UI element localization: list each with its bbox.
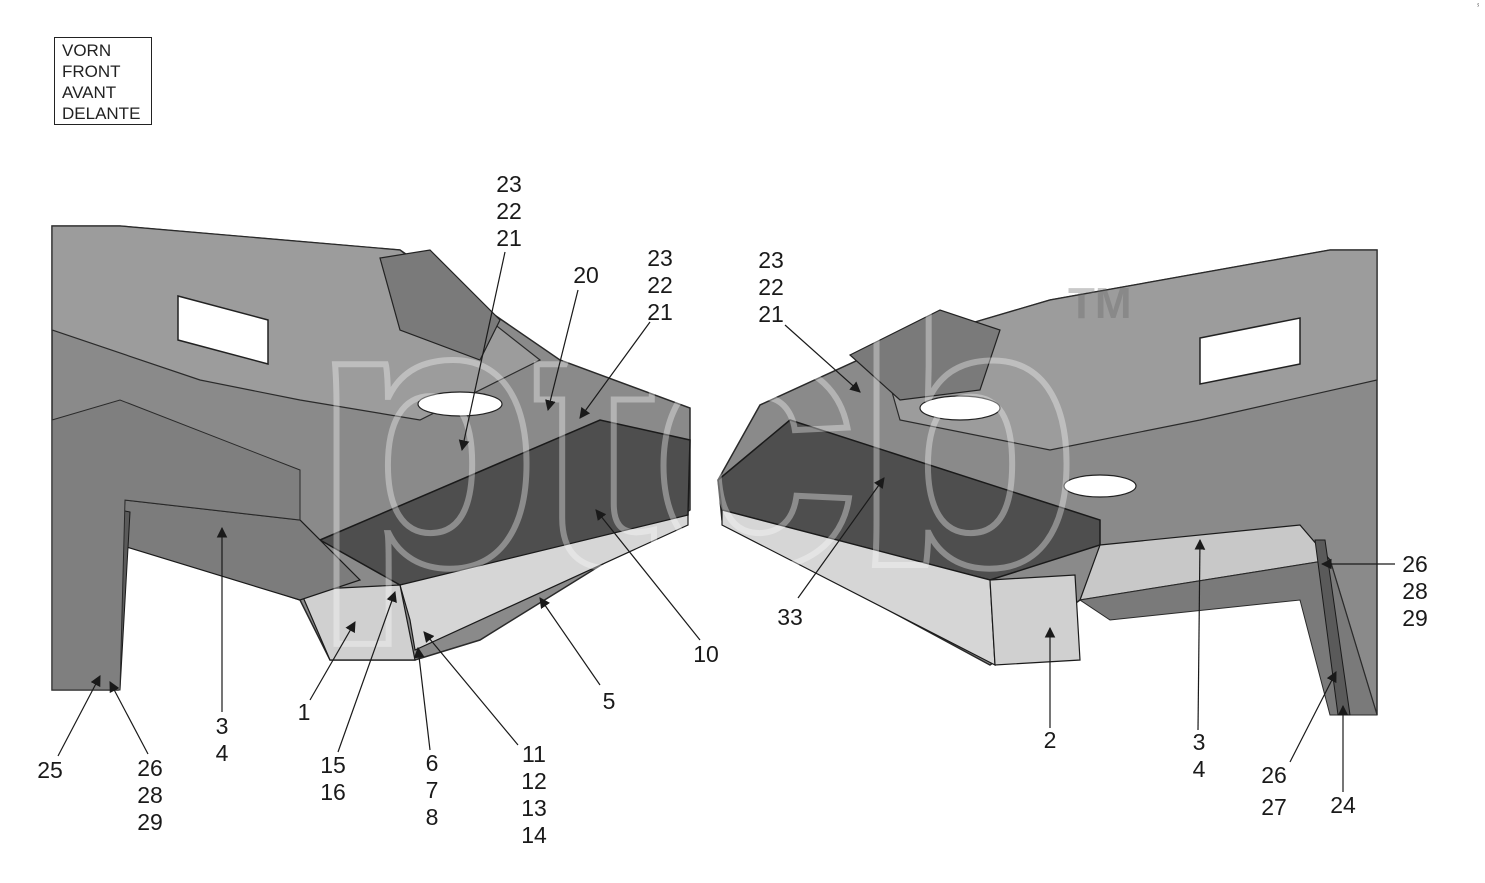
leader-23-22-21-left (458, 251, 506, 452)
callout-number: 4 (1192, 756, 1206, 782)
callout-number: 16 (320, 779, 346, 805)
callout-3-4-left: 3 4 (216, 713, 229, 767)
leader-26-27 (1289, 671, 1337, 763)
orientation-box: VORN FRONT AVANT DELANTE (54, 37, 152, 125)
callout-number: 26 (1402, 551, 1428, 577)
callout-33: 33 (777, 604, 803, 631)
leader-lines (57, 251, 1395, 792)
callout-26-28-29-left: 26 28 29 (137, 755, 163, 836)
left-front-block (299, 584, 416, 661)
leader-15-16 (337, 590, 397, 753)
watermark: ptcb TM (307, 218, 1132, 651)
callout-6-7-8: 6 7 8 (426, 750, 439, 831)
right-vertical-strip (1314, 539, 1351, 716)
callout-number: 4 (215, 740, 229, 766)
callout-24: 24 (1330, 792, 1356, 819)
right-deck-top-plate (879, 249, 1378, 451)
callout-number: 12 (521, 768, 547, 794)
callout-number: 22 (758, 274, 784, 300)
leader-11-14 (423, 631, 519, 746)
callout-23-22-21-mid: 23 22 21 (647, 245, 673, 326)
corner-mark: ⸯ (1475, 5, 1481, 16)
callout-23-22-21-right: 23 22 21 (758, 247, 784, 328)
leader-23-22-21-mid (579, 321, 651, 419)
callout-23-22-21-left: 23 22 21 (496, 171, 522, 252)
right-mower-deck-view (717, 249, 1378, 716)
callout-number: 5 (602, 688, 616, 714)
callout-number: 22 (496, 198, 522, 224)
orientation-delante: DELANTE (62, 104, 141, 123)
callout-number: 29 (1402, 605, 1428, 631)
callout-5: 5 (603, 688, 616, 715)
callout-11-12-13-14: 11 12 13 14 (521, 741, 547, 849)
callout-25: 25 (37, 757, 63, 784)
callout-number: 23 (647, 245, 673, 271)
callout-number: 3 (1192, 729, 1206, 755)
leader-6-7-8 (413, 646, 431, 751)
callout-number: 21 (496, 225, 522, 251)
left-deck-window (177, 295, 269, 365)
callout-1: 1 (298, 699, 311, 726)
callout-number: 29 (137, 809, 163, 835)
orientation-vorn: VORN (62, 41, 112, 60)
callout-number: 26 (1261, 762, 1287, 788)
callout-number: 21 (758, 301, 784, 327)
callout-number: 1 (297, 699, 311, 725)
leader-26-28-29-left (109, 681, 149, 755)
callout-number: 26 (137, 755, 163, 781)
leader-25 (57, 675, 101, 757)
leader-23-22-21-right (784, 324, 861, 393)
callout-10: 10 (693, 641, 719, 668)
orientation-avant: AVANT (62, 83, 117, 102)
callout-number: 23 (496, 171, 522, 197)
callout-number: 13 (521, 795, 547, 821)
callout-number: 20 (573, 262, 599, 288)
callout-number: 3 (215, 713, 229, 739)
callout-number: 28 (1402, 578, 1428, 604)
callout-number: 10 (693, 641, 719, 667)
left-lower-skirt (51, 399, 301, 691)
leader-10 (595, 509, 701, 641)
leader-33 (797, 477, 885, 599)
callout-number: 23 (758, 247, 784, 273)
left-front-strip (399, 514, 689, 651)
leader-20 (545, 289, 579, 412)
right-deck-window (1199, 317, 1301, 385)
leader-5 (539, 597, 601, 686)
left-spindle-opening (417, 391, 503, 417)
callout-number: 11 (522, 741, 546, 767)
callout-2: 2 (1044, 727, 1057, 754)
callout-number: 14 (521, 822, 547, 848)
callout-number: 2 (1043, 727, 1057, 753)
callout-number: 21 (647, 299, 673, 325)
callout-15-16: 15 16 (320, 752, 346, 806)
callout-number: 24 (1330, 792, 1356, 818)
callout-number: 33 (777, 604, 803, 630)
leader-1 (309, 621, 356, 701)
callout-number: 22 (647, 272, 673, 298)
callout-26-28-29-right: 26 28 29 (1402, 551, 1428, 632)
callout-number: 28 (137, 782, 163, 808)
watermark-text: ptcb (310, 221, 1072, 648)
callout-26-27: 26 27 (1261, 762, 1287, 821)
left-mower-deck-view (51, 225, 691, 691)
watermark-tm: TM (1068, 279, 1132, 328)
callout-number: 7 (425, 777, 439, 803)
callout-number: 6 (425, 750, 439, 776)
right-spindle-opening-2 (1063, 474, 1137, 498)
leader-3-4-right (1194, 538, 1206, 731)
right-front-block (989, 574, 1081, 666)
callout-20: 20 (573, 262, 599, 289)
right-bracket (848, 309, 1001, 401)
callout-number: 27 (1261, 794, 1287, 820)
callout-3-4-right: 3 4 (1193, 729, 1206, 783)
callout-number: 25 (37, 757, 63, 783)
left-bracket (379, 249, 501, 361)
callout-number: 15 (320, 752, 346, 778)
callout-number: 8 (425, 804, 439, 830)
orientation-front: FRONT (62, 62, 121, 81)
right-spindle-opening (919, 395, 1001, 421)
